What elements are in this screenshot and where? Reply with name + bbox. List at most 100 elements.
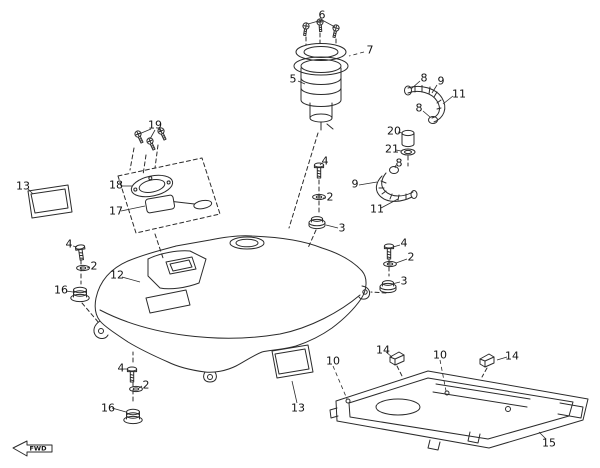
part-callout-4: 4 [118,362,125,375]
leader-line [397,131,403,134]
tank-pad-left [27,184,73,219]
leader-line [307,19,323,25]
retaining-clips [389,351,495,378]
mount-column-bottom [123,351,143,425]
part-callout-4: 4 [66,238,73,251]
part-callout-8: 8 [416,102,423,115]
sender-float-unit [144,194,213,214]
leader-line [138,385,143,389]
plate-hole [444,390,450,396]
plate-hole [345,398,351,404]
tank-mount-hole [362,289,368,295]
fwd-arrow [12,440,53,457]
sender-plate [130,174,174,198]
part-callout-5: 5 [290,73,297,86]
leader-line [439,359,447,392]
pump-retainer-ring [295,43,347,61]
leader-line [380,198,399,209]
part-callout-14: 14 [376,344,390,357]
part-callout-18: 18 [109,179,123,192]
part-callout-9: 9 [352,178,359,191]
leader-line [431,84,438,94]
part-callout-3: 3 [339,222,346,235]
part-callout-13: 13 [16,180,30,193]
mount-column-center [307,162,326,249]
leader-line [27,188,34,195]
leader-line [332,365,348,400]
part-callout-8: 8 [396,157,403,170]
leader-line [395,258,408,264]
part-callout-12: 12 [110,269,124,282]
leader-line [138,128,152,135]
part-callout-8: 8 [421,72,428,85]
part-callout-15: 15 [542,437,556,450]
skid-plate [329,370,589,451]
leader-line [348,51,365,57]
mount-column-right [370,243,397,294]
leader-line [158,128,162,133]
part-callout-11: 11 [370,203,384,216]
part-callout-4: 4 [401,237,408,250]
leader-line [65,290,74,293]
fuel-tank [93,235,371,383]
leader-line [121,276,141,283]
hose-clamp [404,85,412,96]
part-callout-7: 7 [367,44,374,57]
leader-line [111,407,127,413]
part-callout-2: 2 [143,379,150,392]
part-callout-2: 2 [327,191,334,204]
part-callout-10: 10 [433,349,447,362]
part-callout-2: 2 [91,260,98,273]
fwd-label: FWD [29,445,47,453]
leader-line [325,224,339,229]
part-callout-11: 11 [452,88,466,101]
part-callout-19: 19 [148,119,162,132]
leader-line [297,80,306,85]
hose-clamp [389,166,399,174]
leader-line [442,95,454,105]
leader-line [422,110,431,118]
leader-line [392,244,401,248]
mount-column-left [70,243,100,324]
part-callout-16: 16 [101,402,115,415]
part-callout-13: 13 [291,402,305,415]
part-callout-4: 4 [322,155,329,168]
leader-line [72,245,78,248]
leader-line [385,351,393,358]
breather-valve [400,129,416,167]
part-callout-20: 20 [387,125,401,138]
part-callout-2: 2 [408,251,415,264]
leader-line [149,129,156,140]
leader-line [410,80,421,90]
plate-hole [505,406,511,412]
leader-line [394,164,397,169]
leader-line [358,181,378,186]
sender-mount-hump [147,250,207,290]
leader-line [291,380,298,404]
fuel-pump-assembly [288,18,349,229]
tank-mount-hole [207,374,213,380]
part-callout-10: 10 [326,355,340,368]
filler-neck [229,236,265,250]
tank-recess [145,289,191,314]
hose-clamp [428,116,438,124]
leader-line [319,162,323,166]
fuel-sender-assembly [117,126,221,259]
part-callout-16: 16 [54,284,68,297]
leader-line [321,19,336,28]
part-callout-17: 17 [109,205,123,218]
part-callout-6: 6 [319,9,326,22]
leader-line [319,19,323,23]
leader-line [496,356,508,361]
leader-line [395,149,402,152]
part-callout-3: 3 [401,275,408,288]
part-callout-9: 9 [438,75,445,88]
leader-line [86,266,91,269]
tank-pad-bottom [271,344,314,379]
part-callout-14: 14 [505,350,519,363]
hose-clamp [410,190,418,199]
fuel-hose-lower [375,166,418,202]
tank-mount-hole [98,328,104,334]
fuel-hose-upper [404,85,446,124]
